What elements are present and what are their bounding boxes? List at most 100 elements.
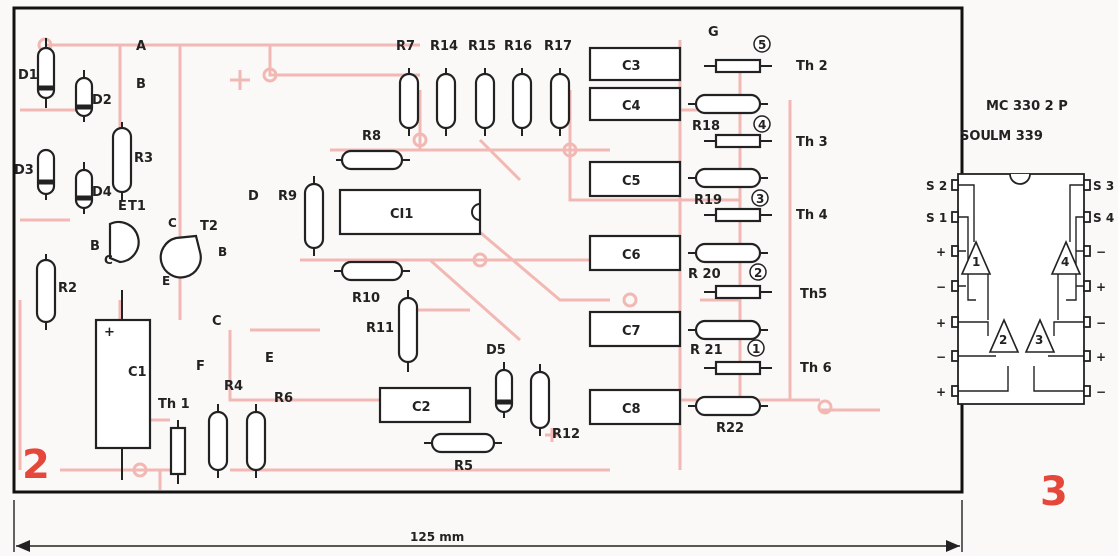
node-label-b: B xyxy=(136,77,146,92)
small-resistor-th4 xyxy=(704,207,772,223)
dimension-label: 125 mm xyxy=(410,530,464,544)
ic-ci1 xyxy=(338,188,482,236)
pin-left-5: + xyxy=(936,316,946,330)
label-d3: D3 xyxy=(14,163,34,178)
node-label-a: A xyxy=(136,39,146,54)
resistor-r8 xyxy=(336,149,410,171)
label-d1: D1 xyxy=(18,68,38,83)
pin-right-s4: S 4 xyxy=(1093,211,1114,225)
pin-left-s1: S 1 xyxy=(926,211,947,225)
circled-number-5: 5 xyxy=(753,35,771,53)
resistor-r17 xyxy=(549,68,571,136)
comparator-3: 3 xyxy=(1035,333,1043,347)
svg-text:4: 4 xyxy=(758,118,766,132)
node-label-e: E xyxy=(265,351,274,366)
resistor-r6 xyxy=(245,404,267,478)
label-r12: R12 xyxy=(552,427,580,442)
dimension-line xyxy=(13,500,963,552)
label-d5: D5 xyxy=(486,343,506,358)
t1-pin-b: B xyxy=(90,239,100,254)
resistor-r12 xyxy=(529,364,551,436)
pinout-title-line1: MC 330 2 P xyxy=(986,99,1068,114)
transistor-t1 xyxy=(108,221,140,264)
svg-text:2: 2 xyxy=(754,266,762,280)
small-resistor-th5 xyxy=(704,284,772,300)
label-c3: C3 xyxy=(622,59,641,74)
pin-right-s3: S 3 xyxy=(1093,179,1114,193)
label-th2: Th 2 xyxy=(796,59,828,74)
label-r8: R8 xyxy=(362,129,381,144)
capacitor-c6 xyxy=(588,234,682,272)
label-r7: R7 xyxy=(396,39,415,54)
svg-text:1: 1 xyxy=(752,342,760,356)
pin-left-7: + xyxy=(936,385,946,399)
label-c5: C5 xyxy=(622,174,641,189)
resistor-r18 xyxy=(688,93,768,115)
pin-left-3: + xyxy=(936,245,946,259)
node-label-f: F xyxy=(196,359,205,374)
label-ci1: CI1 xyxy=(390,207,413,222)
resistor-r20 xyxy=(688,242,768,264)
label-r19: R19 xyxy=(694,193,722,208)
capacitor-c8 xyxy=(588,388,682,426)
figure-number-left: 2 xyxy=(22,442,50,488)
label-r22: R22 xyxy=(716,421,744,436)
resistor-r3 xyxy=(111,122,133,200)
label-r17: R17 xyxy=(544,39,572,54)
label-r16: R16 xyxy=(504,39,532,54)
label-r4: R4 xyxy=(224,379,243,394)
label-r11: R11 xyxy=(366,321,394,336)
resistor-r9 xyxy=(303,176,325,256)
comparator-2: 2 xyxy=(999,333,1007,347)
t1-pin-c: C xyxy=(104,253,113,267)
comparator-1: 1 xyxy=(972,255,980,269)
node-label-c: C xyxy=(212,314,222,329)
pin-left-s2: S 2 xyxy=(926,179,947,193)
label-c7: C7 xyxy=(622,324,641,339)
label-th1: Th 1 xyxy=(158,397,190,412)
c1-polarity: + xyxy=(104,325,115,340)
pin-right-7: − xyxy=(1096,385,1106,399)
label-c1: C1 xyxy=(128,365,147,380)
label-r18: R18 xyxy=(692,119,720,134)
pin-left-6: − xyxy=(936,350,946,364)
diode-d1 xyxy=(36,38,56,108)
diode-d4 xyxy=(74,162,94,214)
label-c8: C8 xyxy=(622,402,641,417)
pin-left-4: − xyxy=(936,280,946,294)
pinout-title-prefix: SOU xyxy=(960,129,991,144)
label-r20: R 20 xyxy=(688,267,721,282)
capacitor-c3 xyxy=(588,46,682,82)
resistor-r2 xyxy=(35,254,57,330)
capacitor-c2 xyxy=(378,386,472,424)
label-t1-prefix: E xyxy=(118,199,127,214)
resistor-r19 xyxy=(688,167,768,189)
label-r21: R 21 xyxy=(690,343,723,358)
label-th4: Th 4 xyxy=(796,208,828,223)
capacitor-c1 xyxy=(94,290,152,480)
resistor-r10 xyxy=(334,260,410,282)
capacitor-c5 xyxy=(588,160,682,198)
label-r10: R10 xyxy=(352,291,380,306)
svg-text:5: 5 xyxy=(758,38,766,52)
resistor-r14 xyxy=(435,68,457,136)
pin-right-6: + xyxy=(1096,350,1106,364)
circled-number-1: 1 xyxy=(747,339,765,357)
ic-pinout-diagram xyxy=(951,173,1091,405)
small-resistor-th3 xyxy=(704,133,772,149)
label-r9: R9 xyxy=(278,189,297,204)
pinout-title-line2: LM 339 xyxy=(990,129,1043,144)
label-th6: Th 6 xyxy=(800,361,832,376)
pin-right-3: − xyxy=(1096,245,1106,259)
comparator-4: 4 xyxy=(1061,255,1069,269)
label-d4: D4 xyxy=(92,185,112,200)
t2-pin-c: C xyxy=(168,216,177,230)
label-c6: C6 xyxy=(622,248,641,263)
label-th3: Th 3 xyxy=(796,135,828,150)
diode-d3 xyxy=(36,148,56,200)
resistor-r15 xyxy=(474,68,496,136)
transistor-t2 xyxy=(159,234,202,279)
pin-right-4: + xyxy=(1096,280,1106,294)
